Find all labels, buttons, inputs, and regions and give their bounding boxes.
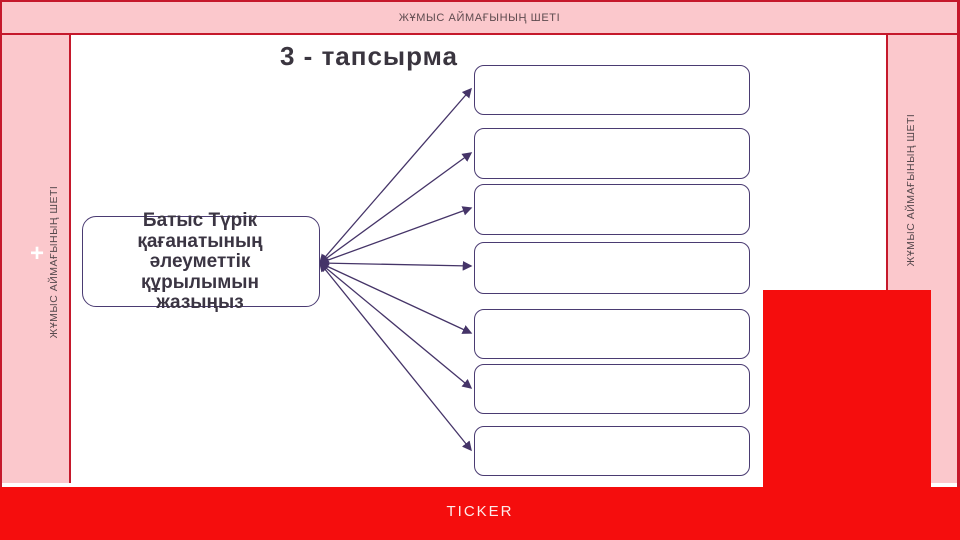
answer-box-7 — [474, 426, 750, 476]
top-margin-bar: ЖҰМЫС АЙМАҒЫНЫҢ ШЕТІ — [2, 2, 957, 35]
frame-edge-left — [0, 0, 2, 487]
left-margin-bar — [2, 35, 71, 483]
answer-box-1 — [474, 65, 750, 115]
prompt-text: Батыс Түрік қағанатының әлеуметтік құрыл… — [137, 210, 263, 313]
right-margin-label: ЖҰМЫС АЙМАҒЫНЫҢ ШЕТІ — [905, 113, 917, 267]
answer-box-2 — [474, 128, 750, 179]
slide-title: 3 - тапсырма — [280, 41, 459, 71]
top-margin-label: ЖҰМЫС АЙМАҒЫНЫҢ ШЕТІ — [398, 11, 561, 24]
prompt-box — [82, 216, 320, 307]
plus-icon: + — [29, 240, 45, 267]
answer-box-3 — [474, 184, 750, 235]
left-margin-label: ЖҰМЫС АЙМАҒЫНЫҢ ШЕТІ — [48, 185, 60, 339]
answer-box-6 — [474, 364, 750, 414]
frame-edge-right — [957, 0, 960, 487]
ticker-label: TICKER — [446, 503, 514, 520]
frame-edge-top — [0, 0, 960, 2]
answer-box-5 — [474, 309, 750, 359]
ticker-bar: TICKER — [0, 487, 960, 540]
answer-box-4 — [474, 242, 750, 294]
